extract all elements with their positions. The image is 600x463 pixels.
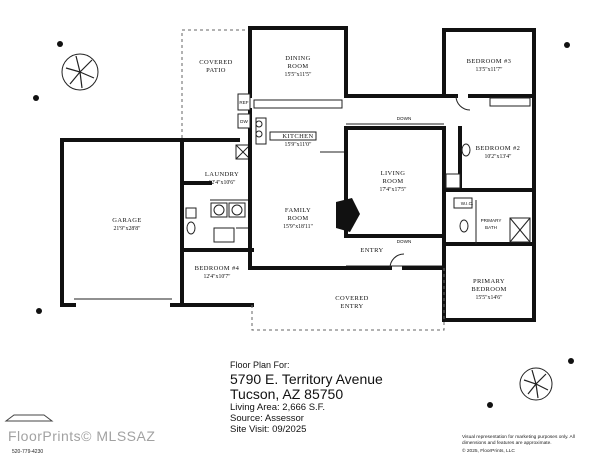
laundry-label: LAUNDRY	[205, 171, 239, 178]
primary-bath-label-2: BATH	[485, 225, 497, 230]
site-visit: Site Visit: 09/2025	[230, 424, 307, 435]
east-wing-walls	[442, 28, 536, 192]
primary-bath-label: PRIMARY	[481, 218, 502, 223]
bedroom3-label: BEDROOM #3	[467, 58, 512, 65]
garage-label: GARAGE	[112, 217, 141, 224]
down-label-north: DOWN	[397, 116, 412, 121]
bedroom2-dim: 10'2"x13'4"	[484, 154, 511, 160]
kitchen-dining-walls	[237, 26, 348, 270]
bedroom2-label: BEDROOM #2	[476, 145, 521, 152]
primary-bedroom-label-2: BEDROOM	[471, 286, 506, 293]
living-room-label: LIVING	[381, 170, 406, 177]
toilet-icon	[186, 221, 196, 235]
source: Source: Assessor	[230, 413, 304, 424]
living-room-dim: 17'4"x17'5"	[379, 187, 406, 193]
phone-number: 520-779-4230	[12, 449, 44, 455]
entry-label: ENTRY	[360, 247, 383, 254]
kitchen-label: KITCHEN	[282, 133, 313, 140]
family-room-dim: 15'9"x18'11"	[283, 224, 313, 230]
dishwasher-icon	[237, 113, 251, 129]
covered-entry-label-2: ENTRY	[340, 303, 363, 310]
primary-bedroom-dim: 15'5"x14'6"	[475, 295, 502, 301]
covered-patio-label-2: PATIO	[206, 67, 226, 74]
sink-icon	[213, 227, 235, 243]
copyright: © 2025, FloorPrints, LLC	[462, 449, 515, 454]
dining-room-label-2: ROOM	[287, 63, 308, 70]
wic-label: W.I.C.	[461, 201, 474, 206]
primary-bedroom-label: PRIMARY	[473, 278, 505, 285]
family-room-label: FAMILY	[285, 207, 311, 214]
covered-patio-outline	[181, 29, 250, 138]
covered-patio-label: COVERED	[199, 59, 233, 66]
kitchen-dim: 15'9"x11'0"	[285, 142, 312, 148]
flower-icon	[33, 41, 574, 408]
family-room-label-2: ROOM	[287, 215, 308, 222]
covered-entry-outline	[251, 268, 445, 331]
living-area: Living Area: 2,666 S.F.	[230, 402, 326, 413]
laundry-dim: 12'4"x10'6"	[208, 180, 235, 186]
dining-room-label: DINING	[285, 55, 311, 62]
fireplace-icon	[336, 198, 360, 232]
north-icon	[4, 414, 54, 422]
address-line-1: 5790 E. Territory Avenue	[230, 371, 383, 387]
tree-icon	[61, 53, 99, 91]
dw-label: DW	[240, 119, 248, 124]
bedroom3-dim: 13'5"x11'7"	[476, 67, 503, 73]
covered-entry-label: COVERED	[335, 295, 369, 302]
tree-icon	[519, 367, 553, 401]
living-room-label-2: ROOM	[382, 178, 403, 185]
down-label-south: DOWN	[397, 239, 412, 244]
disclaimer: Visual representation for marketing purp…	[462, 435, 575, 447]
garage-dim: 21'9"x28'8"	[113, 226, 140, 232]
ref-icon	[237, 93, 251, 111]
floor-plan-for-label: Floor Plan For:	[230, 360, 290, 370]
watermark: FloorPrints© MLSSAZ	[8, 428, 156, 444]
dining-room-dim: 15'5"x11'5"	[285, 72, 312, 78]
bedroom4-dim: 12'4"x10'7"	[203, 274, 230, 280]
ref-label: REF	[239, 100, 248, 105]
address-line-2: Tucson, AZ 85750	[230, 386, 344, 402]
west-wing-walls	[180, 138, 254, 307]
bedroom4-label: BEDROOM #4	[195, 265, 240, 272]
